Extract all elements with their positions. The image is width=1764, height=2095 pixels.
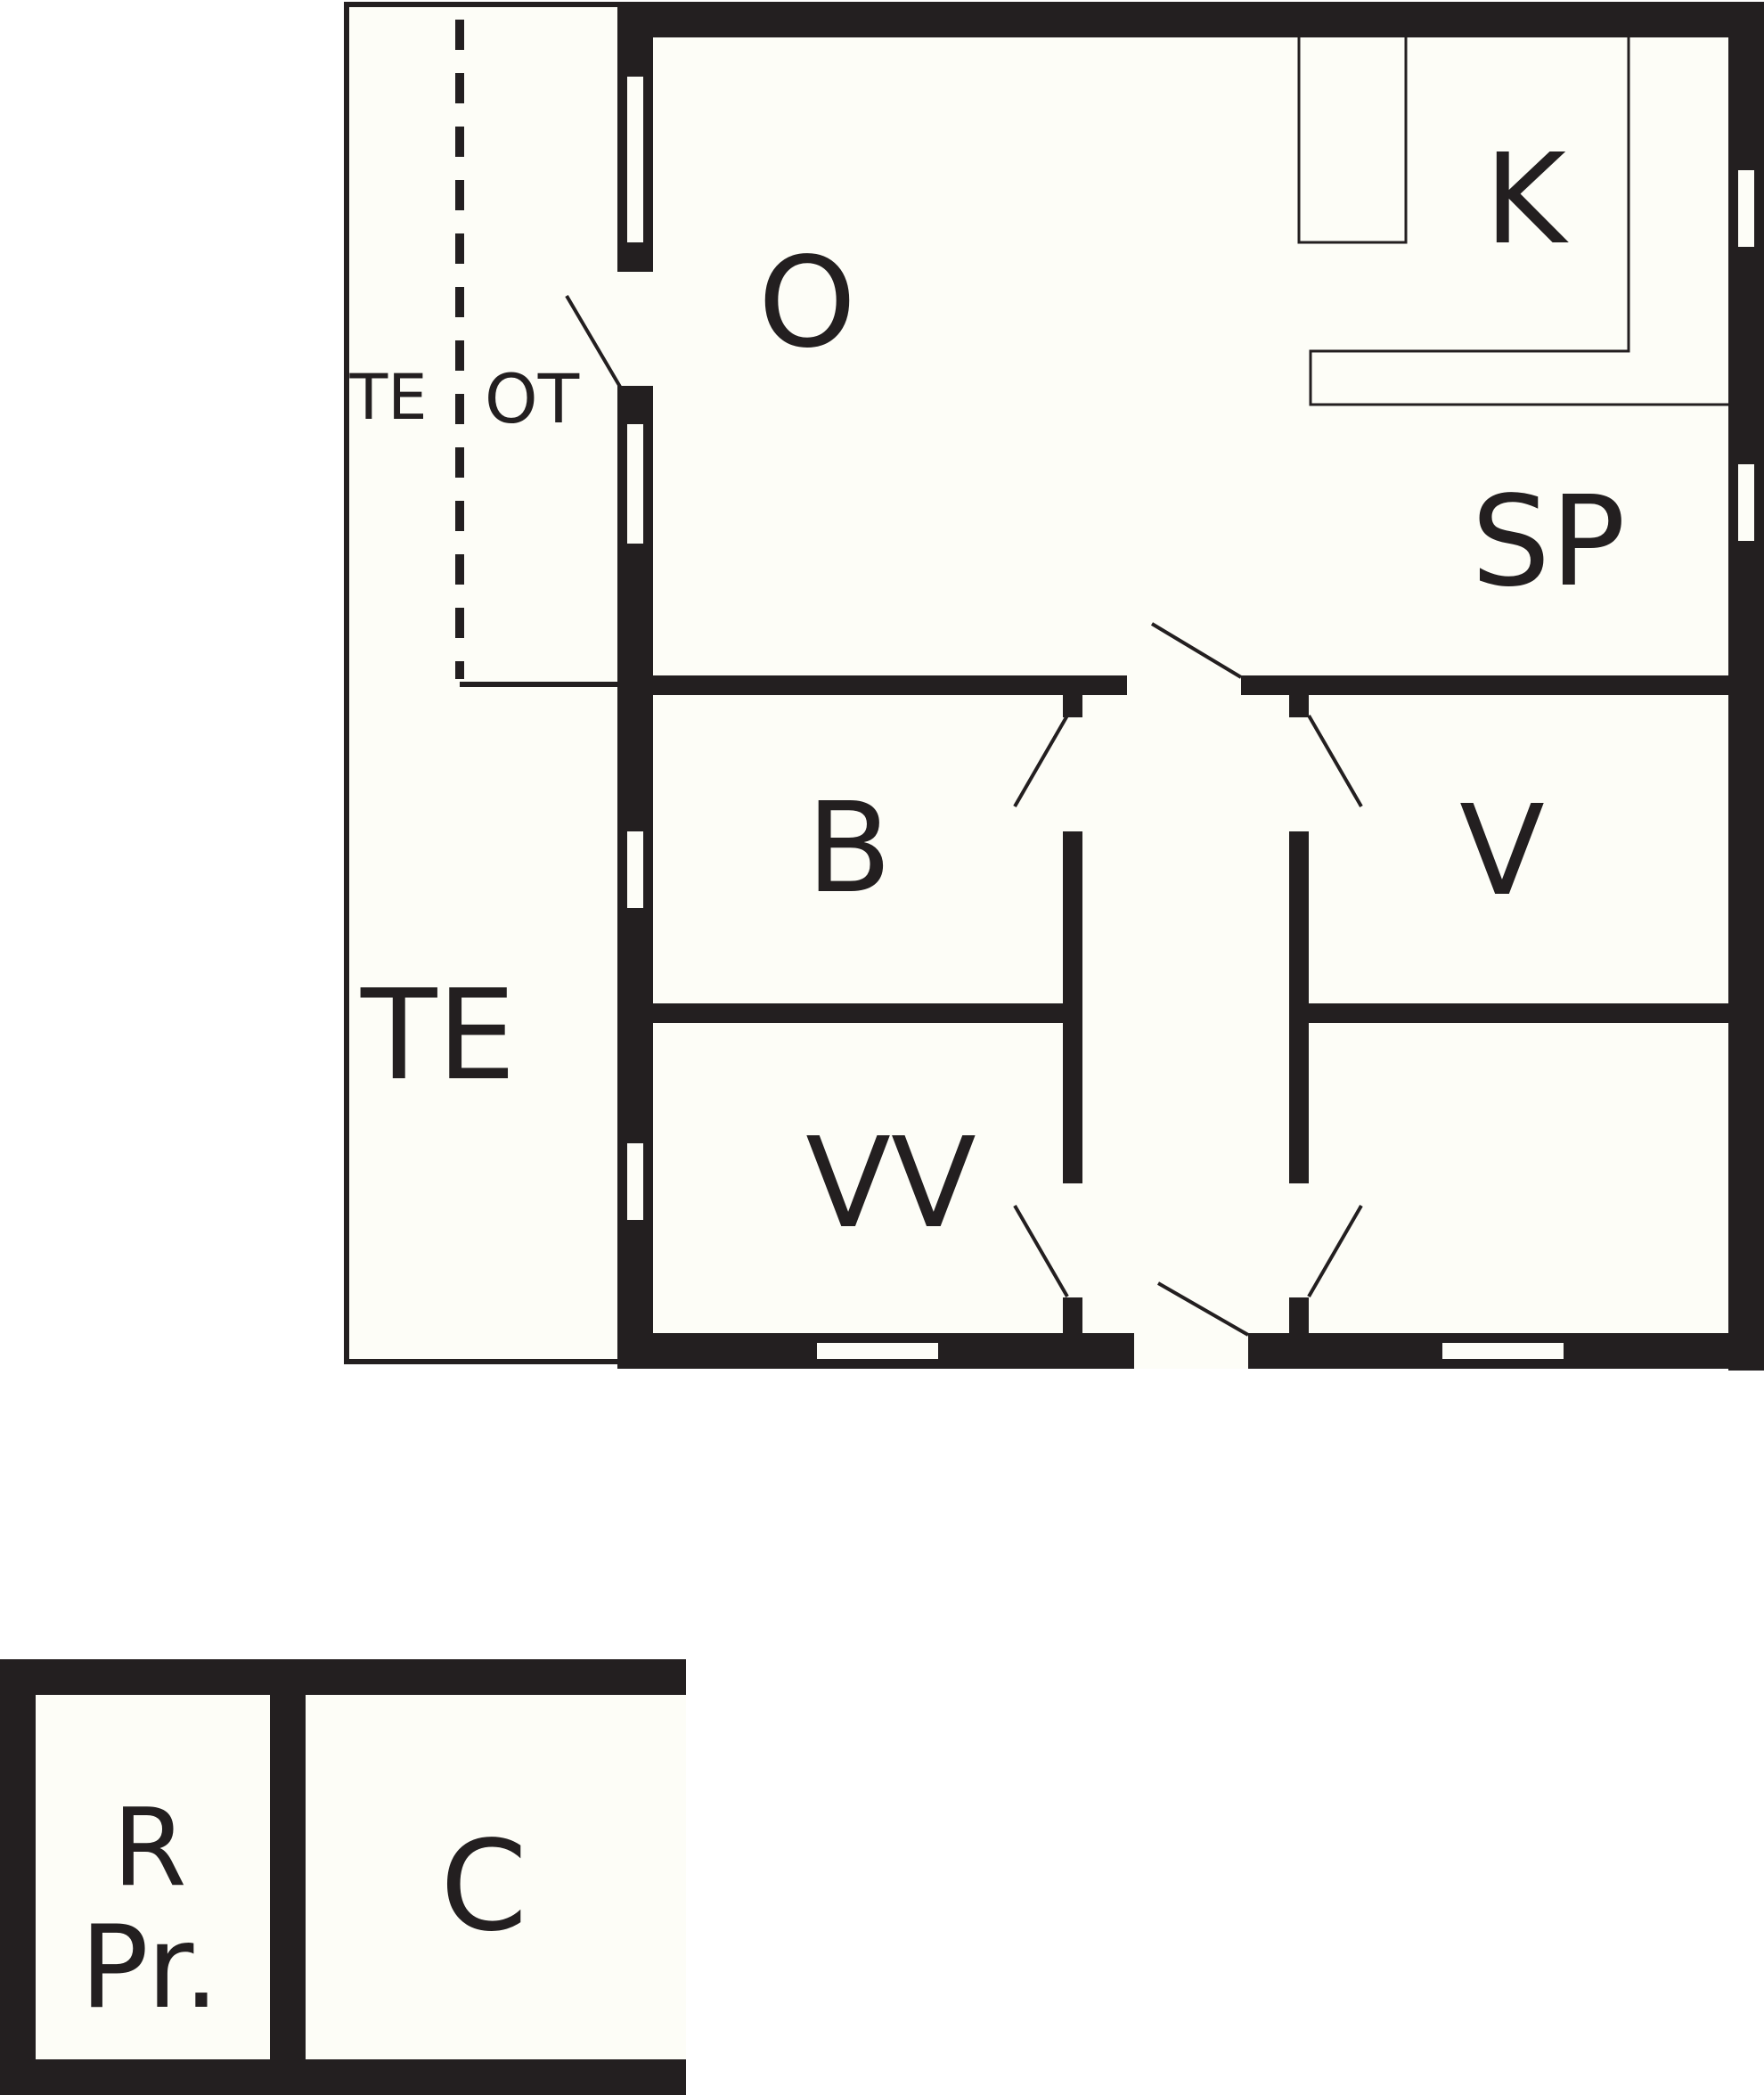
window-left-4 [625, 1142, 645, 1222]
door-swing-terrace [565, 294, 622, 389]
windows [625, 75, 1756, 1361]
room-label-closet: V [1459, 779, 1545, 924]
opening-closet [1289, 717, 1309, 831]
room-label-storage-line1: R [112, 1787, 186, 1911]
opening-entrance [1134, 1333, 1248, 1369]
outbuilding: R Pr. C [0, 1659, 686, 2095]
window-right-1 [1736, 168, 1756, 249]
wall-closet-room [1301, 1003, 1746, 1023]
room-label-covered-terrace: OT [485, 359, 580, 438]
opening-bedroom [1063, 717, 1082, 831]
window-left-3 [625, 830, 645, 910]
door-swing-room [1307, 1204, 1363, 1298]
opening-bathroom [1063, 1183, 1082, 1297]
wall-top [617, 2, 1764, 37]
wall-hall-right [1289, 686, 1309, 1333]
opening-terrace-door [617, 272, 653, 386]
wall-hall-left [1063, 686, 1082, 1333]
outbuilding-wall-bottom [0, 2059, 686, 2095]
room-label-carport: C [440, 1814, 527, 1960]
opening-room [1289, 1183, 1309, 1297]
kitchen-appliance [1297, 34, 1408, 244]
outbuilding-wall-left [0, 1659, 36, 2095]
room-label-living: O [758, 231, 856, 376]
door-swings [565, 294, 1363, 1337]
room-label-bathroom: VV [805, 1111, 976, 1256]
room-label-terrace-small: TE [349, 361, 428, 434]
room-label-storage-line2: Pr. [80, 1902, 220, 2034]
kitchen-fixtures [1297, 34, 1730, 406]
main-house: O K SP TE OT TE B VV V [344, 2, 1764, 1371]
outbuilding-wall-divider [270, 1659, 306, 2095]
door-swing-bedroom [1013, 714, 1069, 808]
window-left-2 [625, 422, 645, 545]
outbuilding-wall-top [0, 1659, 686, 1695]
room-label-dining: SP [1471, 470, 1625, 615]
kitchen-counter [1309, 36, 1730, 406]
window-right-2 [1736, 462, 1756, 543]
opening-living-hall [1127, 675, 1241, 695]
window-left-1 [625, 75, 645, 244]
door-swing-living [1150, 622, 1243, 679]
wall-bedroom-bath [635, 1003, 1072, 1023]
room-label-bedroom: B [806, 776, 892, 921]
outbuilding-floor [18, 1677, 686, 2076]
door-swing-entrance [1157, 1281, 1249, 1337]
hall-floor [1082, 695, 1289, 1333]
room-label-terrace-large: TE [360, 963, 516, 1109]
window-bottom-1 [815, 1341, 940, 1361]
window-bottom-2 [1441, 1341, 1565, 1361]
door-swing-bathroom [1013, 1204, 1069, 1298]
door-swing-closet [1307, 714, 1363, 808]
room-label-kitchen: K [1484, 127, 1569, 273]
